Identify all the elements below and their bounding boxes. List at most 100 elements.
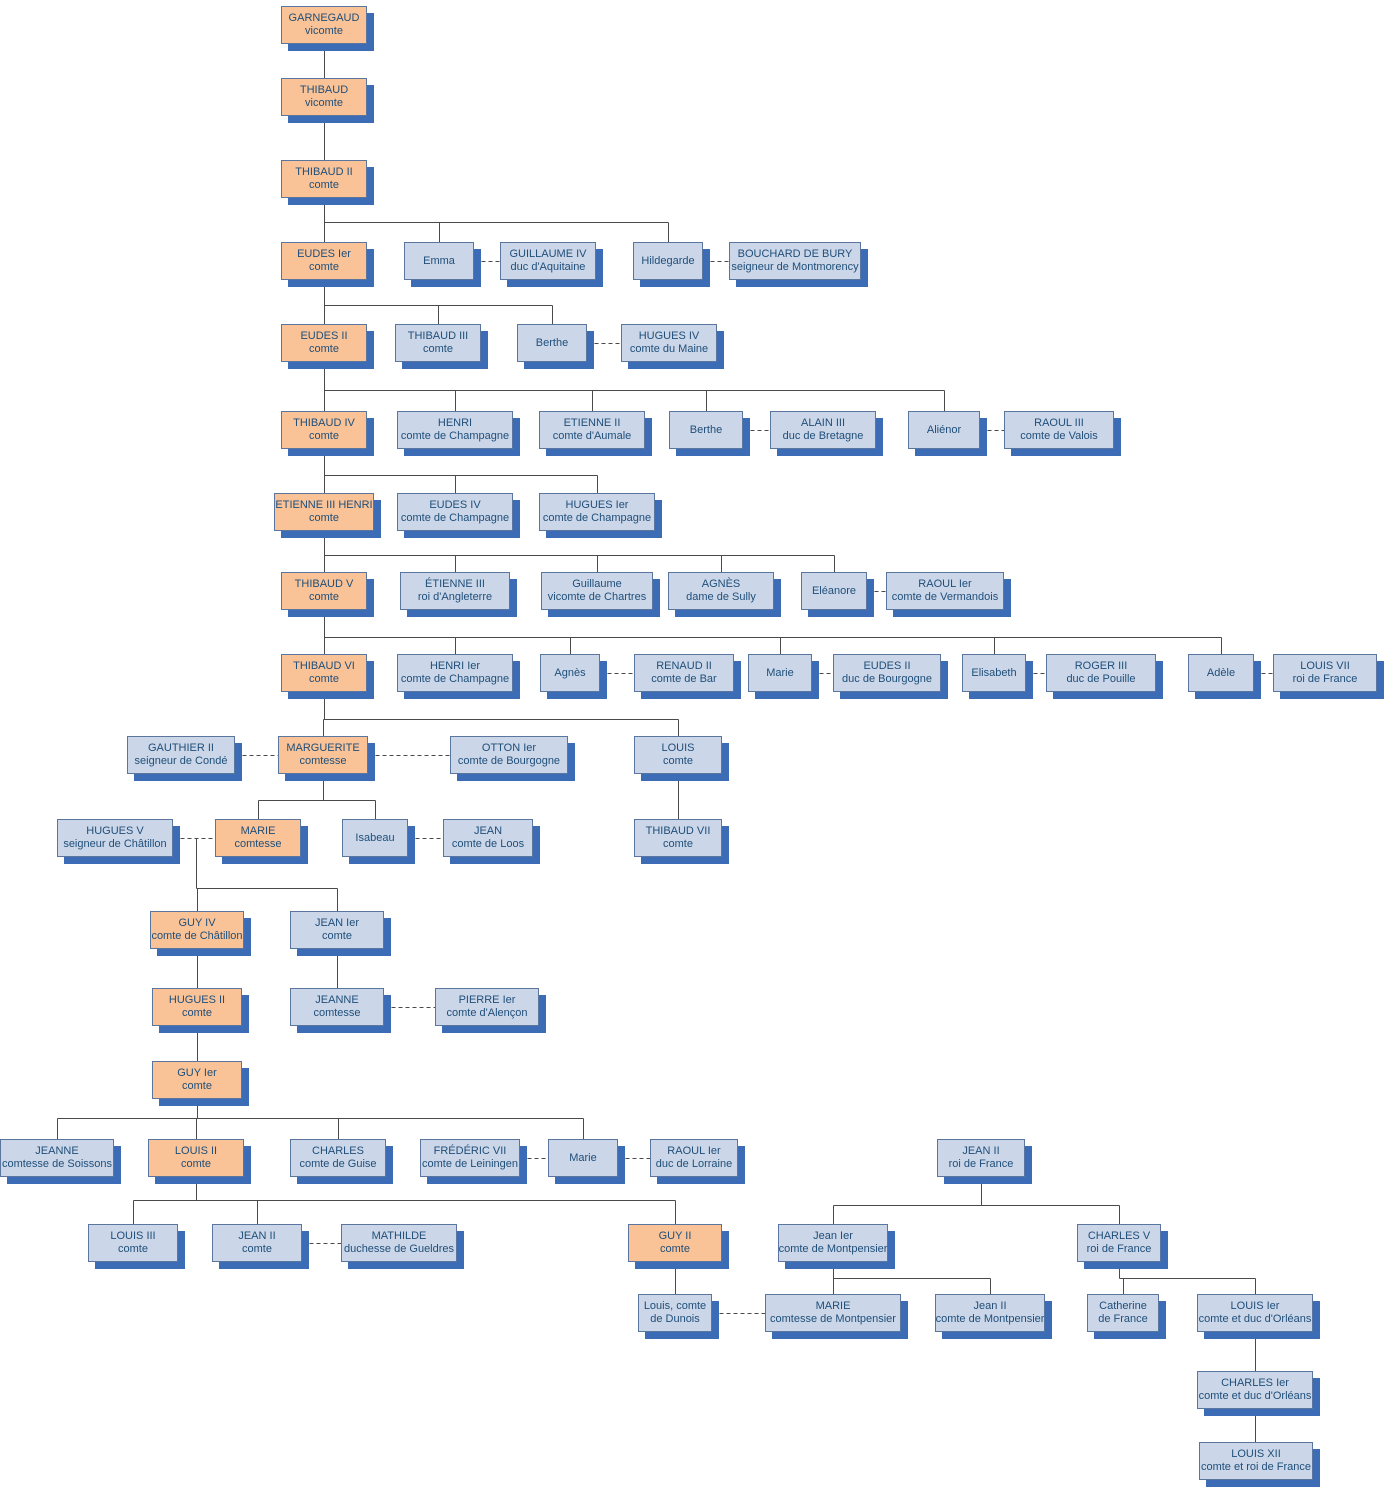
person-title: comte de Valois (1020, 430, 1098, 442)
person-title: comte de Guise (299, 1158, 377, 1170)
person-node-hildegarde[interactable]: Hildegarde (633, 242, 703, 280)
person-title: comte (660, 1243, 690, 1255)
person-title: comtesse de Soissons (1, 1158, 113, 1170)
person-name: THIBAUD VI (293, 660, 355, 672)
person-title: roi de France (1086, 1243, 1152, 1255)
person-name: Jean II (973, 1300, 1007, 1312)
person-node-eleanore[interactable]: Eléanore (801, 572, 867, 610)
person-name: THIBAUD V (294, 578, 354, 590)
person-title: comte (118, 1243, 148, 1255)
person-node-isabeau[interactable]: Isabeau (342, 819, 408, 857)
person-title: comte et roi de France (1200, 1461, 1312, 1473)
person-name: EUDES II (863, 660, 911, 672)
person-name: HUGUES II (168, 994, 226, 1006)
person-name: Marie (766, 666, 794, 679)
person-name: Marie (569, 1151, 597, 1164)
person-name: MATHILDE (371, 1230, 427, 1242)
person-name: Aliénor (926, 423, 962, 436)
person-node-marie-2[interactable]: Marie (548, 1139, 618, 1177)
person-name: ALAIN III (800, 417, 846, 429)
person-title: duc d'Aquitaine (510, 261, 586, 273)
person-name: LOUIS (661, 742, 695, 754)
person-node-elisabeth[interactable]: Elisabeth (962, 654, 1026, 692)
person-name: EUDES Ier (297, 248, 351, 260)
person-node-berthe-1[interactable]: Berthe (517, 324, 587, 362)
person-node-berthe-2[interactable]: Berthe (669, 411, 743, 449)
person-node-alienor[interactable]: Aliénor (908, 411, 980, 449)
person-name: THIBAUD III (407, 330, 469, 342)
person-node-agnes-2[interactable]: Agnès (540, 654, 600, 692)
person-name: MARIE (240, 825, 276, 837)
person-name: Agnès (554, 666, 586, 679)
person-name: GUILLAUME IV (509, 248, 587, 260)
person-name: JEAN II (962, 1145, 1000, 1157)
person-title: comte (663, 755, 693, 767)
person-node-emma[interactable]: Emma (404, 242, 474, 280)
person-node-adele[interactable]: Adèle (1188, 654, 1254, 692)
person-node-marie-1[interactable]: Marie (748, 654, 812, 692)
